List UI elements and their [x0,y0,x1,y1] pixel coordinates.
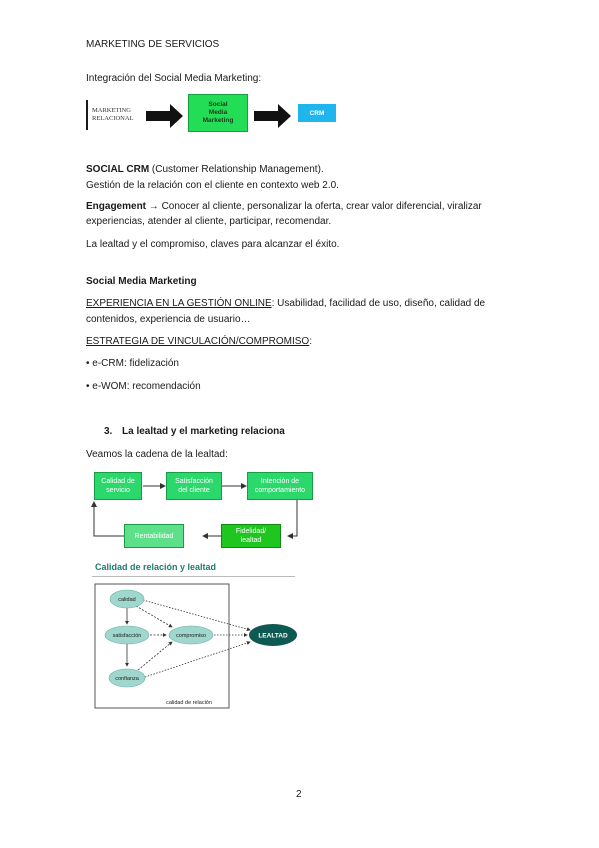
box-label: comportamiento [254,487,306,494]
node-confianza [108,668,146,688]
page-number: 2 [296,789,302,800]
marketing-relacional-box: MARKETING RELACIONAL [86,100,140,130]
box-label: Calidad de [101,478,135,485]
engagement-label: Engagement [86,201,147,212]
engagement-text: Conocer al cliente, personalizar la ofer… [161,201,482,212]
node-satisfaccion [104,625,150,645]
node-label: satisfacción [113,633,142,639]
list-item: • e-CRM: fidelización [86,357,179,370]
arrow-right-icon [254,104,291,128]
node-calidad [109,589,145,609]
engagement-line-2: experiencias, atender al cliente, partic… [86,216,332,227]
bullet-text: e-WOM: recomendación [92,381,201,392]
node-label: LEALTAD [258,633,288,640]
list-item: • e-WOM: recomendación [86,380,201,393]
box-label: Satisfacción [175,478,213,485]
box-label: RELACIONAL [92,115,134,122]
engagement-arrow: → [146,201,162,212]
engagement-line-1: Engagement → Conocer al cliente, persona… [86,200,482,213]
box-label: Social [208,101,228,108]
experience-text: : Usabilidad, facilidad de uso, diseño, … [271,298,486,309]
intro-heading: Integración del Social Media Marketing: [86,73,262,84]
chain-box-intencion: Intención de comportamiento [247,472,313,500]
box-label: servicio [106,487,130,494]
smm-experience-line-2: contenidos, experiencia de usuario… [86,314,251,325]
box-label: MARKETING [92,107,131,114]
frame-label: calidad de relación [166,700,212,706]
box-label: Intención de [260,478,300,485]
experience-label: EXPERIENCIA EN LA GESTIÓN ONLINE [86,298,272,309]
bullet-icon: • [86,381,93,392]
box-label: lealtad [240,537,262,544]
node-label: confianza [115,676,139,682]
box-label: del cliente [178,487,210,494]
section-title: La lealtad y el marketing relaciona [122,426,285,437]
node-lealtad [249,624,297,646]
smm-experience-line-1: EXPERIENCIA EN LA GESTIÓN ONLINE: Usabil… [86,297,485,310]
social-crm-rest: (Customer Relationship Management). [149,164,324,175]
relation-frame [94,583,230,709]
section-number: 3. [104,426,113,437]
social-crm-subtitle: Gestión de la relación con el cliente en… [86,180,339,191]
node-compromiso [168,625,214,645]
relationship-graph: calidad satisfacción compromiso confianz… [94,583,297,709]
chain-box-rentabilidad: Rentabilidad [124,524,184,548]
arrow-right-icon [146,104,183,128]
social-media-marketing-box: Social Media Marketing [188,94,248,132]
chain-intro: Veamos la cadena de la lealtad: [86,449,228,460]
social-crm-label: SOCIAL CRM [86,164,150,175]
box-label: Marketing [202,117,234,124]
strategy-colon: : [309,336,312,347]
strategy-line: ESTRATEGIA DE VINCULACIÓN/COMPROMISO: [86,335,312,348]
chain-box-calidad: Calidad de servicio [94,472,142,500]
box-label: Fidelidad/ [235,528,267,535]
box-label: CRM [309,109,325,117]
chain-box-fidelidad: Fidelidad/ lealtad [221,524,281,548]
node-label: compromiso [176,633,206,639]
chain-arrows [91,483,298,539]
relationship-title: Calidad de relación y lealtad [95,562,217,572]
chain-box-satisfaccion: Satisfacción del cliente [166,472,222,500]
title-divider [92,576,295,577]
social-crm-title: SOCIAL CRM (Customer Relationship Manage… [86,163,324,176]
loyalty-text: La lealtad y el compromiso, claves para … [86,239,340,250]
node-label: calidad [118,597,135,603]
bullet-icon: • [86,358,93,369]
page-header: MARKETING DE SERVICIOS [86,39,220,50]
strategy-label: ESTRATEGIA DE VINCULACIÓN/COMPROMISO [86,336,310,347]
smm-title: Social Media Marketing [86,276,197,287]
box-label: Media [208,109,228,116]
crm-box: CRM [298,104,336,122]
box-label: Rentabilidad [134,532,174,540]
bullet-text: e-CRM: fidelización [92,358,179,369]
